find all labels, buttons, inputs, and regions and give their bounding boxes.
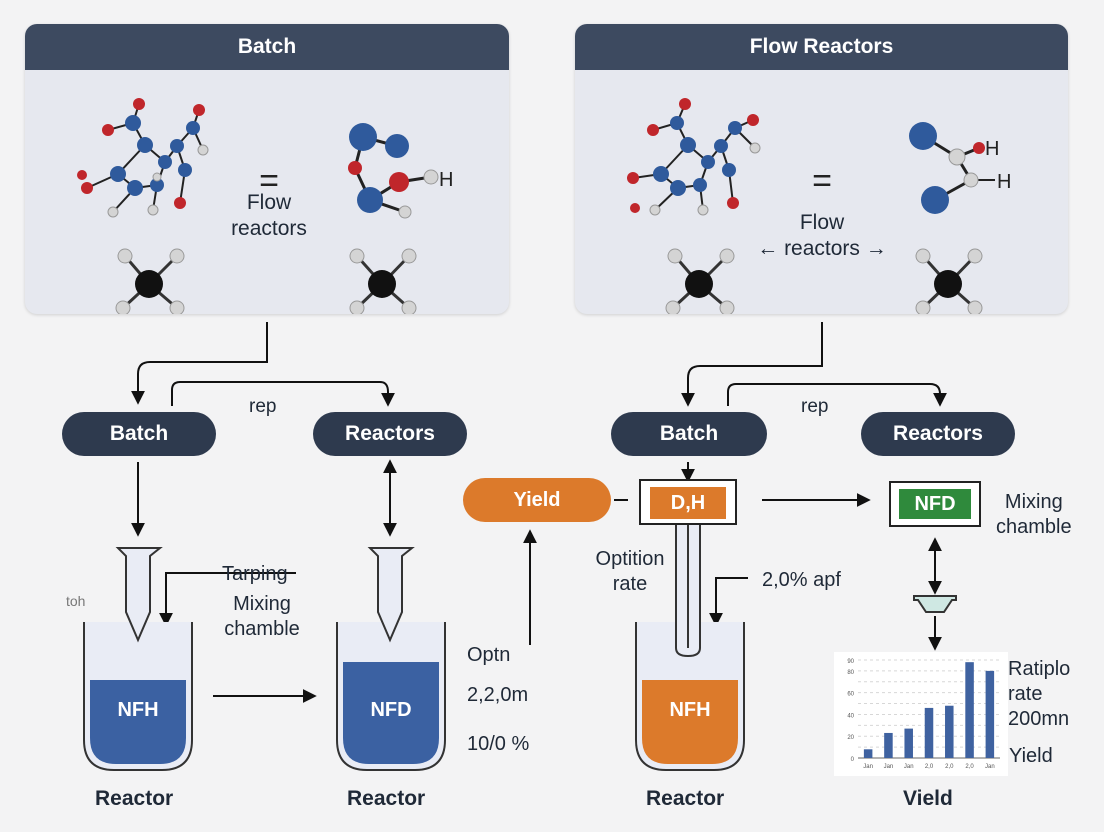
batch-panel-title: Batch	[25, 24, 509, 70]
batch-panel: Batch =	[25, 24, 509, 314]
toh-label: toh	[66, 593, 86, 609]
reactors-pill-left: Reactors	[313, 412, 467, 456]
equals-sign-right: =	[812, 162, 832, 200]
chart-y-tick-label: 40	[847, 713, 854, 719]
chart-bar	[904, 728, 913, 758]
mixing-chamber-label-right: Mixing chamble	[996, 491, 1072, 538]
complex-molecule-right-atoms	[627, 98, 761, 216]
equals-sign: =	[259, 162, 279, 200]
apf-arrow	[709, 577, 748, 627]
hydrogen-label-1: H	[985, 138, 999, 160]
batch-pill-right: Batch	[611, 412, 767, 456]
left-panel-flow-text: Flow reactors	[231, 191, 307, 240]
chart-bar	[965, 662, 974, 758]
nfd-box-label: NFD	[914, 492, 956, 515]
chart-x-tick-label: Jan	[985, 764, 995, 770]
chart-x-tick-label: 2,0	[965, 764, 974, 770]
vessel1-label: NFH	[117, 698, 159, 721]
left-arrow-to-reactors	[171, 381, 395, 407]
tarping-label: Tarping	[222, 563, 288, 585]
value-10-0-percent: 10/0 %	[467, 733, 530, 755]
complex-molecule-atoms	[77, 98, 209, 218]
apf-label: 2,0% apf	[762, 569, 841, 591]
chart-x-tick-label: Jan	[884, 764, 894, 770]
option-rate-label: Optition rate	[595, 548, 665, 595]
tetra-molecule-left-1	[115, 248, 185, 314]
chart-y-tick-label: 20	[847, 735, 854, 741]
chart-y-tick-label: 60	[847, 692, 854, 698]
chart-bar	[945, 705, 954, 758]
batch-pill-left: Batch	[62, 412, 216, 456]
batch-molecules: = H	[77, 98, 453, 314]
hydrogen-label: H	[439, 169, 453, 191]
value-2-2-0m: 2,2,0m	[467, 684, 529, 706]
dh-box-fill	[650, 487, 726, 519]
tetra-molecule-right-1	[665, 248, 735, 314]
mixing-chamber-label-left: Mixing chamble	[224, 593, 300, 640]
chart-bar	[985, 670, 995, 758]
chart-bar	[924, 707, 934, 758]
flow-molecules: = H H	[627, 98, 1011, 314]
right-panel-flow-text: Flow ← reactors →	[757, 211, 887, 260]
reactor-vessel-2	[336, 547, 446, 771]
yield-caption: Vield	[903, 787, 953, 810]
reactor-vessel-3	[635, 522, 745, 771]
chart-x-tick-label: Jan	[904, 764, 914, 770]
chart-bar	[863, 749, 873, 758]
chart-x-tick-label: 2,0	[945, 764, 954, 770]
chart-bar	[884, 732, 893, 758]
right-arrow-to-reactors	[727, 383, 947, 407]
chart-yield-label: Yield	[1009, 745, 1053, 767]
tetra-molecule-left-2	[349, 248, 417, 314]
tarping-arrow	[159, 572, 296, 627]
reactor-caption-3: Reactor	[646, 787, 725, 810]
ratio-rate-label: Ratiplo rate 200mn	[1008, 658, 1071, 730]
hydrogen-label-2: H	[997, 171, 1011, 193]
optn-label: Optn	[467, 644, 511, 666]
left-arrow-to-batch	[131, 322, 268, 405]
rep-label-right: rep	[801, 396, 829, 417]
rep-label-left: rep	[249, 396, 277, 417]
chart-y-tick-label: 0	[851, 757, 855, 763]
nfd-box-fill	[899, 489, 971, 519]
tetra-molecule-right-2	[915, 248, 983, 314]
chart-x-tick-label: 2,0	[925, 764, 934, 770]
flow-reactors-panel-title: Flow Reactors	[575, 24, 1068, 70]
small-molecule-left: H	[348, 123, 453, 219]
vessel2-label: NFD	[370, 698, 412, 721]
reactors-pill-right: Reactors	[861, 412, 1015, 456]
reactor-caption-2: Reactor	[347, 787, 426, 810]
chart-y-tick-label: 80	[847, 670, 854, 676]
mixer-funnel	[913, 595, 957, 613]
small-molecule-right: H H	[909, 122, 1011, 214]
vessel3-label: NFH	[669, 698, 711, 721]
yield-pill: Yield	[463, 478, 611, 522]
reactor-vessel-1	[83, 547, 193, 771]
chart-x-tick-label: Jan	[863, 764, 873, 770]
flow-reactors-panel: Flow Reactors =	[575, 24, 1068, 314]
dh-box-label: D,H	[670, 491, 706, 514]
reactor-caption-1: Reactor	[95, 787, 174, 810]
chart-y-tick-label: 90	[847, 659, 854, 665]
right-arrow-to-batch	[681, 322, 823, 407]
